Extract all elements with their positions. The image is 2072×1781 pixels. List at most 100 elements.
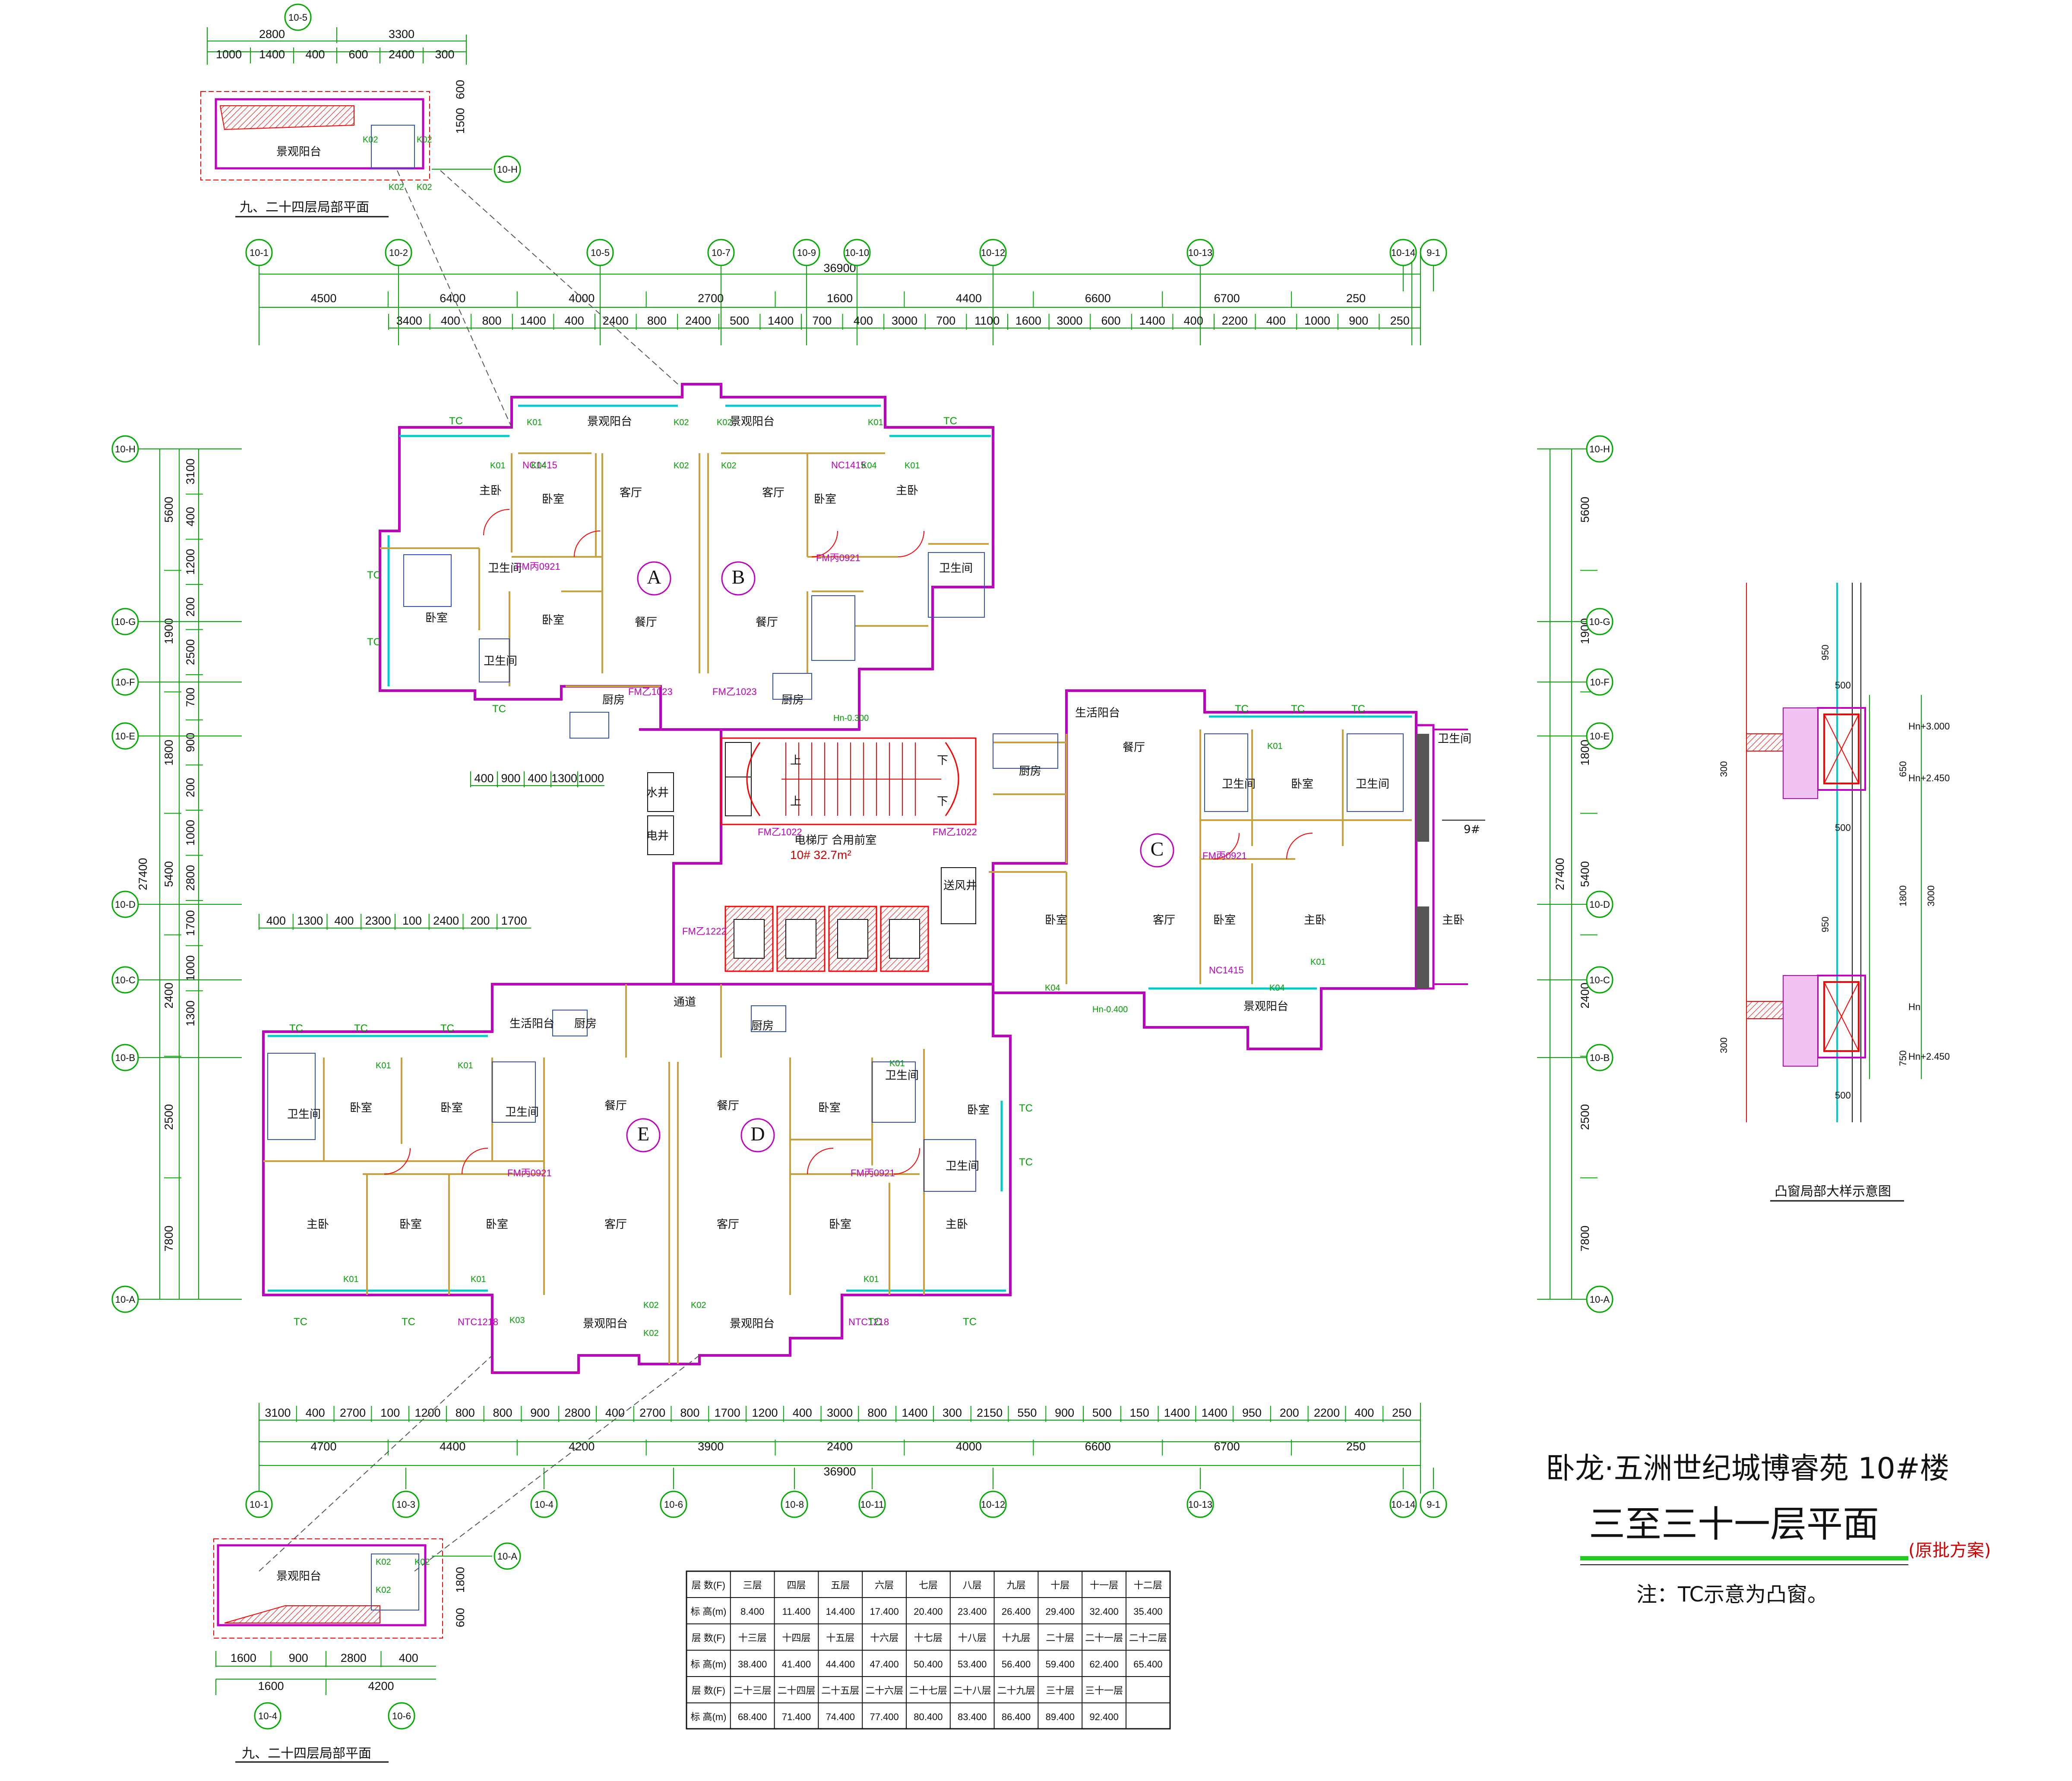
table-height-1-3: 47.400: [870, 1659, 898, 1670]
axis-ptop-10-5: 10-5: [288, 12, 307, 23]
unit-D-label: D: [750, 1123, 765, 1145]
axis-left-10-D: 10-D: [115, 899, 136, 910]
room-bath-d2: 卫生间: [946, 1160, 979, 1173]
axis-left-10-A: 10-A: [115, 1294, 136, 1305]
partial-top-caption: 九、二十四层局部平面: [240, 200, 369, 215]
inner-dims: [259, 785, 604, 928]
room-stair-hall: 电梯厅 合用前室: [794, 834, 876, 847]
bay-level-4: Hn+2.450: [1908, 1051, 1950, 1062]
dim-left-total: 27400: [136, 858, 149, 890]
axis-bot-9-1: 9-1: [1427, 1499, 1440, 1510]
room-balcony-d: 景观阳台: [730, 1317, 775, 1330]
axis-left-10-E-circle: [111, 722, 139, 750]
dim-bot1-23: 150: [1130, 1406, 1149, 1419]
axis-pbot-10-A-circle: [493, 1542, 521, 1570]
dim-inner-mid-0: 400: [266, 914, 286, 927]
table-header-floor-1: 层 数(F): [692, 1633, 725, 1643]
room-dining-b: 餐厅: [756, 616, 778, 629]
table-floor-0-1: 四层: [787, 1580, 806, 1591]
tc-15: TC: [963, 1316, 977, 1328]
tc-6: TC: [1235, 703, 1249, 715]
title-status: (原批方案): [1908, 1541, 1991, 1560]
dim-pbot1-2: 2800: [341, 1652, 367, 1664]
dim-top3-7: 2400: [685, 314, 711, 327]
table-height-1-9: 65.400: [1133, 1659, 1162, 1670]
leader-lines: [259, 170, 700, 1572]
dim-inner-left-1: 900: [501, 772, 520, 785]
bay-dim-300b: 300: [1718, 1037, 1729, 1053]
axis-top-10-7-circle: [707, 239, 735, 266]
dim-inner-left-2: 400: [528, 772, 547, 785]
table-height-2-8: 92.400: [1089, 1712, 1118, 1722]
interior-partitions: [263, 452, 1412, 1364]
table-floor-0-9: 十二层: [1134, 1580, 1162, 1591]
tc-13: TC: [402, 1316, 415, 1328]
dim-inner-mid-7: 1700: [501, 914, 527, 927]
room-dining-a: 餐厅: [635, 616, 657, 629]
bay-caption: 凸窗局部大样示意图: [1775, 1184, 1891, 1199]
dim-bot1-30: 250: [1392, 1406, 1411, 1419]
table-height-2-5: 83.400: [958, 1712, 987, 1722]
room-bath-e2: 卫生间: [505, 1106, 539, 1119]
dim-pbot2-0: 1600: [258, 1680, 284, 1693]
unit-B-label: B: [732, 566, 745, 588]
dim-bot1-26: 950: [1242, 1406, 1262, 1419]
axis-top-10-12: 10-12: [981, 247, 1005, 258]
room-dining-e: 餐厅: [604, 1099, 627, 1112]
room-bed-d: 卧室: [818, 1102, 841, 1115]
dim-top2-2: 4000: [569, 292, 595, 305]
dim-left-0: 5600: [162, 497, 175, 523]
tc-14: TC: [868, 1316, 882, 1328]
axis-top-10-9-circle: [793, 239, 820, 266]
tag-fm-1022-a: FM乙1022: [758, 827, 802, 837]
dim-bot1-27: 200: [1280, 1406, 1299, 1419]
table-height-0-0: 8.400: [740, 1606, 764, 1617]
tag-ntc1218-e: NTC1218: [458, 1317, 498, 1327]
tag-nc1415-b: NC1415: [831, 460, 866, 471]
tag-k01-a: K01: [527, 418, 542, 427]
room-kitchen-b: 厨房: [781, 694, 804, 707]
tag-k02-e: K02: [643, 1301, 659, 1310]
dim-bot1-4: 1200: [414, 1406, 440, 1419]
table-header-floor-0: 层 数(F): [692, 1580, 725, 1591]
dim-top3-12: 3000: [892, 314, 917, 327]
axis-bot-9-1-circle: [1420, 1490, 1447, 1518]
tag-k02-a: K02: [674, 418, 689, 427]
dim-left-6: 7800: [162, 1225, 175, 1251]
dim-top3-16: 3000: [1057, 314, 1082, 327]
dim-bot1-8: 2800: [565, 1406, 591, 1419]
tag-k04-b: K04: [861, 461, 877, 471]
room-kitchen-e: 厨房: [574, 1017, 597, 1030]
tag-k02-e2: K02: [643, 1329, 659, 1338]
axis-pbot-10-6: 10-6: [392, 1711, 411, 1721]
room-bed-e3: 卧室: [399, 1218, 422, 1231]
room-living-e: 客厅: [604, 1218, 627, 1231]
stair-up-2: 上: [790, 795, 801, 808]
dim-top3-9: 1400: [768, 314, 794, 327]
axis-right-10-C: 10-C: [1589, 975, 1610, 985]
axis-ptop-10-H: 10-H: [497, 164, 518, 175]
dim-right-5: 2500: [1579, 1104, 1591, 1130]
tag-k04-c: K04: [1269, 983, 1285, 993]
dim-bot1-5: 800: [456, 1406, 475, 1419]
room-kitchen-d: 厨房: [751, 1020, 774, 1033]
partial-top-k02: K02: [363, 135, 378, 145]
partial-bot-dim-1800: 1800: [454, 1567, 467, 1593]
tag-k04-a: K04: [531, 461, 547, 471]
dim-top2-3: 2700: [698, 292, 724, 305]
axis-bot-10-13-circle: [1186, 1490, 1214, 1518]
bay-dim-500b: 500: [1835, 822, 1851, 833]
room-bed-c3: 卧室: [1291, 778, 1313, 791]
dim-leftsub-3: 200: [184, 597, 197, 617]
dim-leftsub-7: 200: [184, 778, 197, 797]
dim-leftsub-12: 1300: [184, 1001, 197, 1026]
dim-bot1-18: 300: [943, 1406, 962, 1419]
room-living-b: 客厅: [762, 486, 785, 499]
room-master-bed-c: 主卧: [1304, 914, 1326, 927]
axis-top-10-2-circle: [385, 239, 412, 266]
room-kitchen-c: 厨房: [1019, 765, 1041, 778]
hall-area: 10# 32.7m²: [790, 848, 851, 862]
dim-top3-18: 1400: [1139, 314, 1165, 327]
